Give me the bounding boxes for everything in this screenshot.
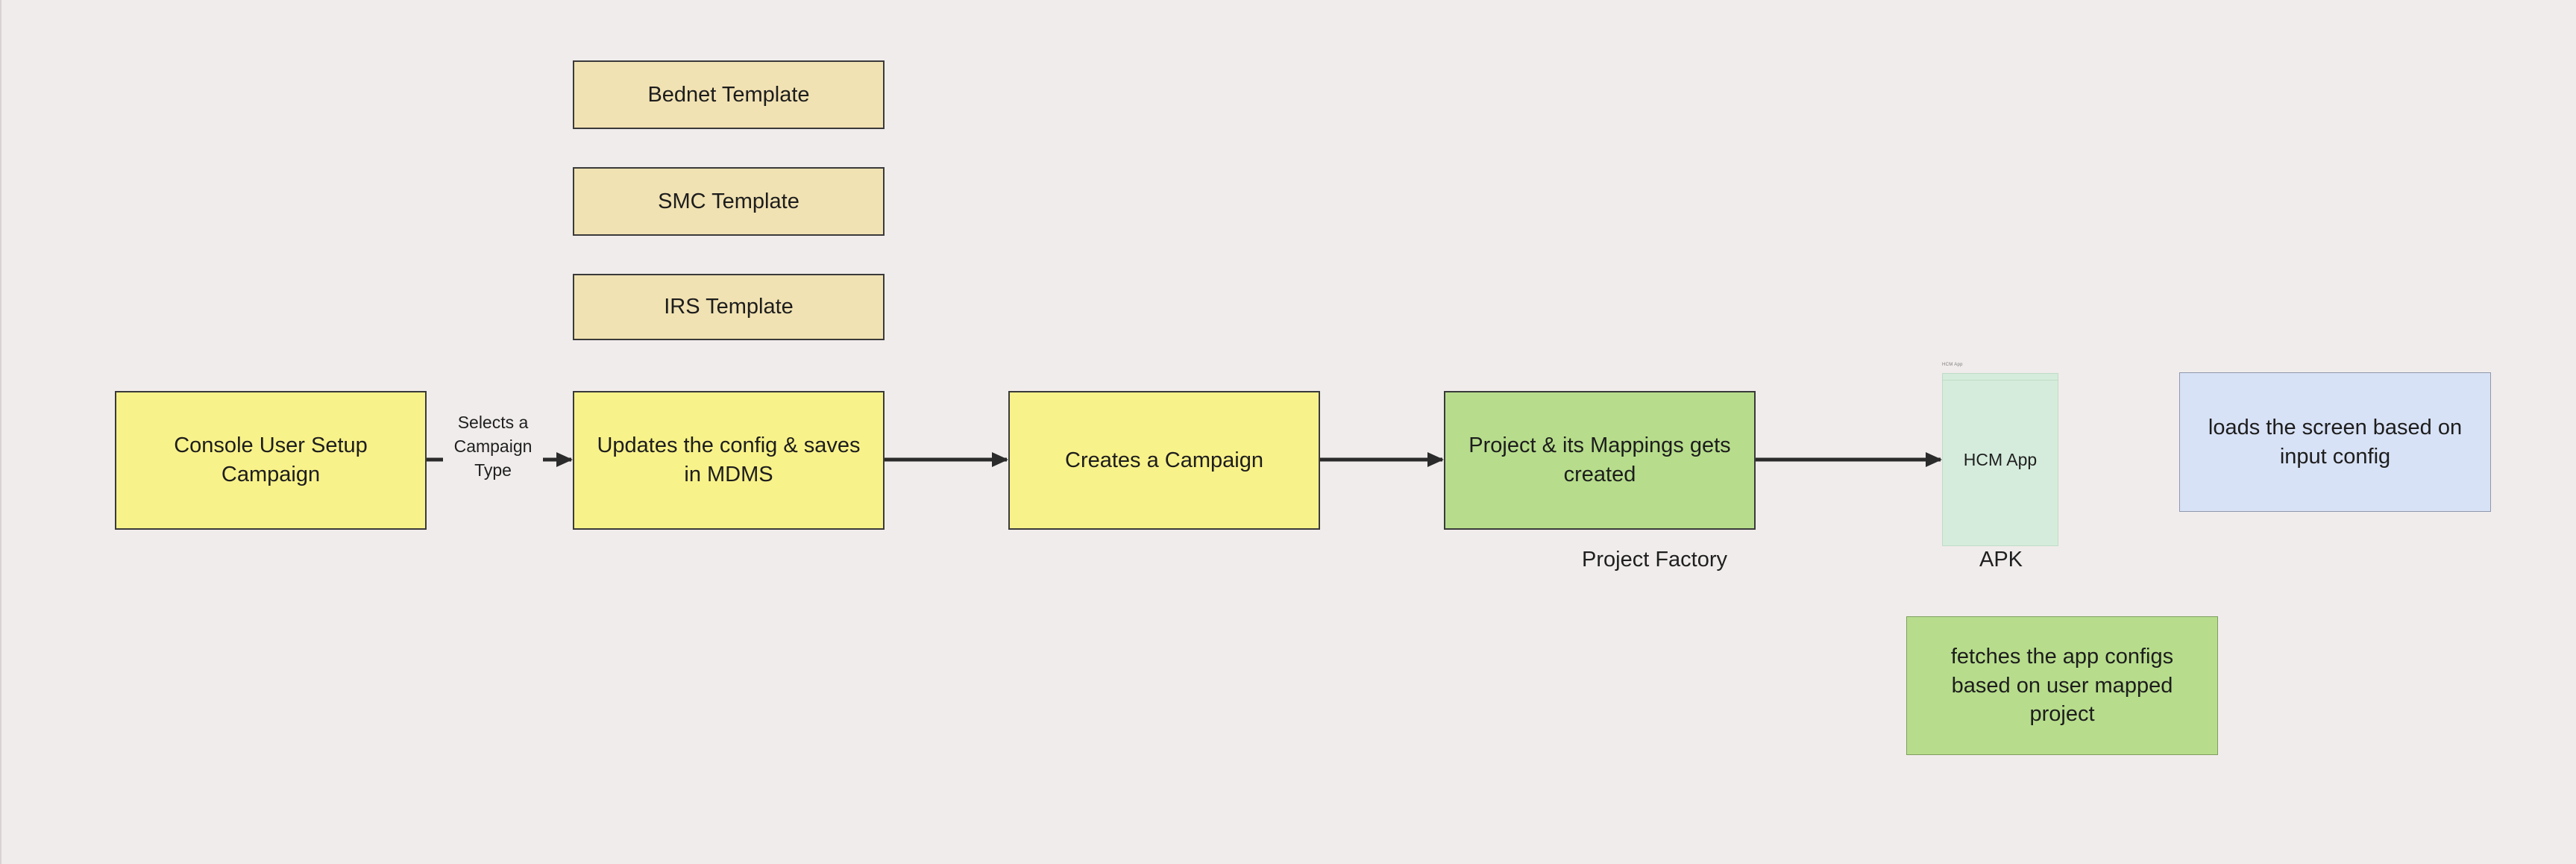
node-irs-template[interactable]: IRS Template [573, 274, 885, 340]
note-fetches-app-configs[interactable]: fetches the app configs based on user ma… [1906, 616, 2218, 755]
node-console-user-setup[interactable]: Console User Setup Campaign [115, 391, 427, 530]
note-loads-screen-label: loads the screen based on input config [2208, 415, 2463, 469]
node-creates-campaign-label: Creates a Campaign [1065, 448, 1263, 472]
hcm-app-phone-frame[interactable]: HCM App [1942, 373, 2058, 546]
hcm-app-label: HCM App [1963, 449, 2038, 469]
node-creates-campaign[interactable]: Creates a Campaign [1008, 391, 1320, 530]
caption-apk: APK [1979, 548, 2023, 572]
phone-frame-title: HCM App [1942, 363, 1963, 367]
phone-top-bar [1943, 380, 2058, 381]
node-console-user-setup-label: Console User Setup Campaign [174, 433, 368, 486]
node-updates-config[interactable]: Updates the config & saves in MDMS [573, 391, 885, 530]
node-irs-template-label: IRS Template [664, 295, 794, 319]
node-updates-config-label: Updates the config & saves in MDMS [597, 433, 861, 486]
node-project-mappings-label: Project & its Mappings gets created [1468, 433, 1731, 486]
note-fetches-app-configs-label: fetches the app configs based on user ma… [1950, 644, 2174, 727]
note-loads-screen[interactable]: loads the screen based on input config [2179, 372, 2491, 512]
node-smc-template-label: SMC Template [658, 189, 799, 213]
node-smc-template[interactable]: SMC Template [573, 167, 885, 236]
caption-project-factory: Project Factory [1582, 548, 1727, 572]
node-project-mappings[interactable]: Project & its Mappings gets created [1444, 391, 1756, 530]
node-bednet-template[interactable]: Bednet Template [573, 60, 885, 129]
canvas-left-edge [0, 0, 1, 864]
edge-label-selects-campaign-type: Selects a Campaign Type [443, 410, 543, 483]
node-bednet-template-label: Bednet Template [647, 82, 810, 107]
